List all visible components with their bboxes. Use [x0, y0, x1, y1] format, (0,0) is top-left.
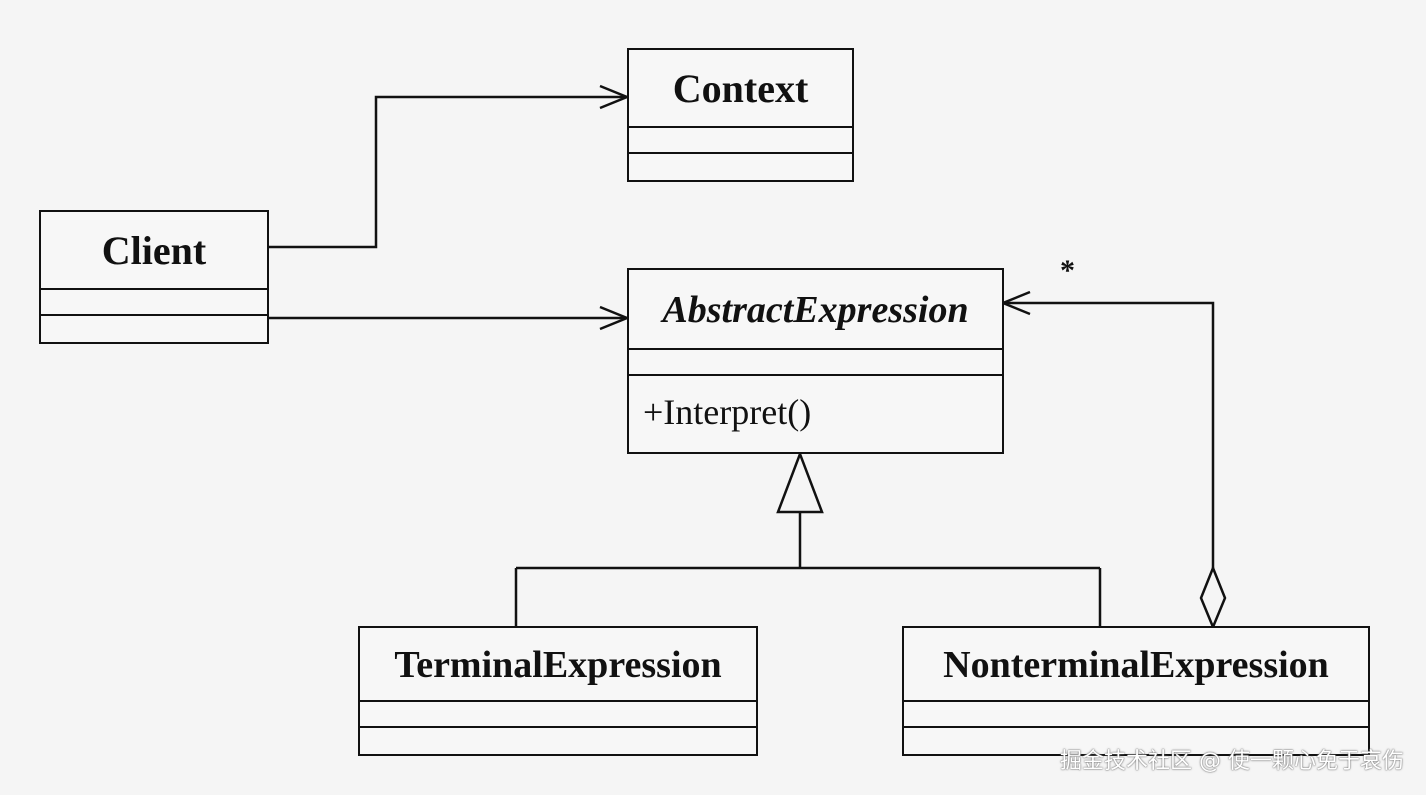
- watermark-text: 掘金技术社区 @ 使一颗心免于哀伤: [1060, 749, 1404, 774]
- context-attributes: [629, 128, 852, 154]
- context-class: Context: [627, 48, 854, 182]
- context-operations: [629, 154, 852, 180]
- nonterminal-expression-class: NonterminalExpression: [902, 626, 1370, 756]
- aggregation-diamond: [1199, 564, 1227, 631]
- abstract-expression-attributes: [629, 350, 1002, 376]
- aggregation-line: [1003, 301, 1215, 568]
- nonterminal-expression-attributes: [904, 702, 1368, 728]
- terminal-expression-operations: [360, 728, 756, 754]
- client-context-association: [268, 95, 627, 249]
- client-attributes: [41, 290, 267, 316]
- terminal-expression-class: TerminalExpression: [358, 626, 758, 756]
- abstract-expression-class-name: AbstractExpression: [629, 270, 1002, 350]
- client-operations: [41, 316, 267, 342]
- terminal-expression-attributes: [360, 702, 756, 728]
- abstract-expression-class: AbstractExpression +Interpret(): [627, 268, 1004, 454]
- client-class-name: Client: [41, 212, 267, 290]
- nonterminal-expression-class-name: NonterminalExpression: [904, 628, 1368, 702]
- multiplicity-label: *: [1060, 254, 1075, 287]
- abstract-expression-method: +Interpret(): [643, 392, 812, 432]
- inheritance-triangle: [776, 450, 824, 514]
- terminal-expression-class-name: TerminalExpression: [360, 628, 756, 702]
- client-class: Client: [39, 210, 269, 344]
- context-class-name: Context: [629, 50, 852, 128]
